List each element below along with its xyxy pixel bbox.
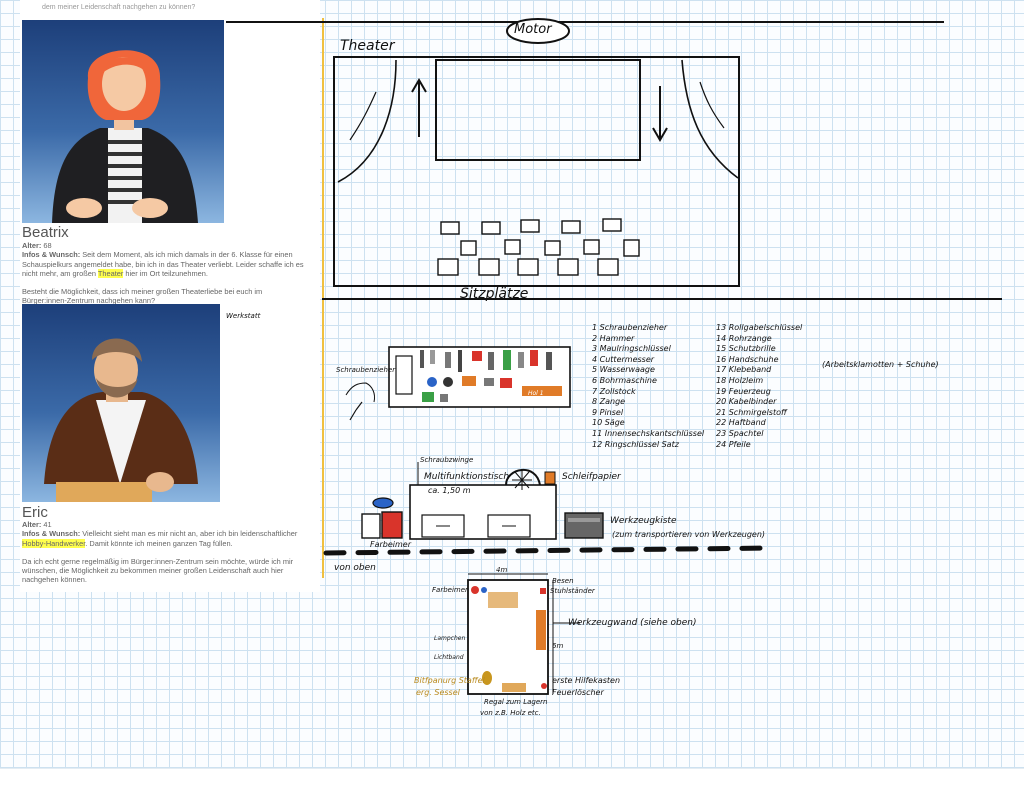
tool-item: 2 Hammer bbox=[592, 333, 635, 343]
plan-extinguisher: Feuerlöscher bbox=[552, 688, 604, 697]
beatrix-info: Alter: 68 Infos & Wunsch: Seit dem Momen… bbox=[22, 241, 304, 306]
tool-item: 17 Klebeband bbox=[716, 365, 772, 375]
eric-highlight: Hobby-Handwerker bbox=[22, 538, 86, 548]
plan-left-label: Farbeimer bbox=[432, 586, 468, 594]
persona-panel: dem meiner Leidenschaft nachgehen zu kön… bbox=[20, 0, 320, 592]
tool-item: 4 Cuttermesser bbox=[592, 354, 655, 364]
workshop-tag: Werkstatt bbox=[226, 312, 261, 320]
eric-text-end: . Damit könnte ich meinen ganzen Tag fül… bbox=[85, 538, 233, 548]
tool-item: 6 Bohrmaschine bbox=[592, 375, 657, 385]
plan-firstaid: erste Hilfekasten bbox=[552, 676, 621, 685]
tool-item: 9 Pinsel bbox=[592, 407, 624, 417]
tool-item: 10 Säge bbox=[592, 418, 625, 428]
plan-shelf-2: von z.B. Holz etc. bbox=[480, 709, 541, 717]
beatrix-text: Seit dem Moment, als ich mich damals in … bbox=[22, 250, 304, 278]
plan-shelf: Regal zum Lagern bbox=[484, 698, 548, 706]
workshop-misc: (Arbeitsklamotten + Schuhe) bbox=[822, 360, 939, 369]
multi-table-size: ca. 1,50 m bbox=[428, 486, 471, 495]
toolbox-note: (zum transportieren von Werkzeugen) bbox=[612, 530, 766, 539]
tool-item: 13 Rollgabelschlüssel bbox=[716, 323, 803, 332]
seats-label: Sitzplätze bbox=[460, 286, 529, 302]
plan-height: 6m bbox=[552, 642, 564, 650]
tool-item: 23 Spachtel bbox=[716, 428, 764, 438]
eric-info: Alter: 41 Infos & Wunsch: Vielleicht sie… bbox=[22, 520, 304, 585]
tool-item: 16 Handschuhe bbox=[716, 354, 779, 364]
plan-easel: Bitfpanurg Staffel bbox=[414, 676, 485, 685]
tool-item: 22 Haftband bbox=[716, 418, 766, 428]
tool-item: 12 Ringschlüssel Satz bbox=[592, 439, 679, 449]
tool-list-2: 13 Rollgabelschlüssel 14 Rohrzange 15 Sc… bbox=[716, 323, 802, 450]
page-bottom-margin bbox=[0, 768, 1024, 786]
plan-right-top-2: Stuhlständer bbox=[550, 587, 595, 595]
tool-item: 11 Innensechskantschlüssel bbox=[592, 428, 705, 438]
beatrix-age: 68 bbox=[43, 241, 52, 250]
motor-label: Motor bbox=[514, 22, 552, 37]
tool-item: 3 Maulringschlüssel bbox=[592, 344, 671, 354]
tool-item: 8 Zange bbox=[592, 397, 626, 407]
info-label: Infos & Wunsch: bbox=[22, 529, 81, 539]
clamp-label: Schraubzwinge bbox=[420, 456, 474, 464]
plan-lamp-1: Lampchen bbox=[434, 635, 466, 642]
eric-name: Eric bbox=[22, 504, 48, 521]
topview-label: von oben bbox=[334, 563, 376, 573]
wall-tag: Hol 1 bbox=[528, 390, 544, 397]
tool-item: 19 Feuerzeug bbox=[716, 386, 771, 396]
plan-easel-2: erg. Sessel bbox=[416, 688, 460, 697]
eric-age: 41 bbox=[43, 520, 52, 529]
header-fragment: dem meiner Leidenschaft nachgehen zu kön… bbox=[42, 4, 196, 11]
beatrix-text-end: hier im Ort teilzunehmen. bbox=[123, 268, 208, 278]
tool-item: 7 Zollstock bbox=[592, 386, 636, 396]
plan-wall-label: Werkzeugwand (siehe oben) bbox=[568, 618, 697, 628]
theater-label: Theater bbox=[340, 38, 395, 54]
age-label: Alter: bbox=[22, 241, 42, 250]
multi-table-label: Multifunktionstisch bbox=[424, 472, 510, 482]
tool-item: 1 Schraubenzieher bbox=[592, 323, 668, 332]
beatrix-highlight: Theater bbox=[97, 268, 124, 278]
paint-label: Farbeimer bbox=[370, 540, 412, 549]
plan-right-top-1: Besen bbox=[552, 577, 574, 585]
tool-item: 21 Schmirgelstoff bbox=[716, 407, 787, 417]
tool-item: 20 Kabelbinder bbox=[716, 397, 777, 407]
tool-list-1: 1 Schraubenzieher 2 Hammer 3 Maulringsch… bbox=[592, 323, 704, 450]
eric-avatar bbox=[22, 304, 220, 502]
beatrix-avatar bbox=[22, 20, 224, 223]
toolbox-label: Werkzeugkiste bbox=[610, 516, 677, 526]
beatrix-question: Besteht die Möglichkeit, dass ich meiner… bbox=[22, 287, 263, 306]
tool-item: 5 Wasserwaage bbox=[592, 365, 655, 375]
beatrix-name: Beatrix bbox=[22, 224, 69, 241]
info-label: Infos & Wunsch: bbox=[22, 250, 81, 260]
tool-item: 18 Holzleim bbox=[716, 375, 764, 385]
eric-text: Vielleicht sieht man es mir nicht an, ab… bbox=[82, 529, 298, 539]
age-label: Alter: bbox=[22, 520, 42, 529]
eric-question: Da ich echt gerne regelmäßig im Bürger:i… bbox=[22, 556, 294, 585]
screwdriver-label: Schraubenzieher bbox=[336, 366, 396, 374]
plan-lamp-2: Lichtband bbox=[434, 654, 464, 661]
tool-item: 14 Rohrzange bbox=[716, 333, 772, 343]
plan-width: 4m bbox=[496, 566, 508, 574]
tool-item: 15 Schutzbrille bbox=[716, 344, 776, 354]
tool-item: 24 Pfeile bbox=[716, 439, 751, 449]
sandpaper-label: Schleifpapier bbox=[562, 472, 621, 482]
